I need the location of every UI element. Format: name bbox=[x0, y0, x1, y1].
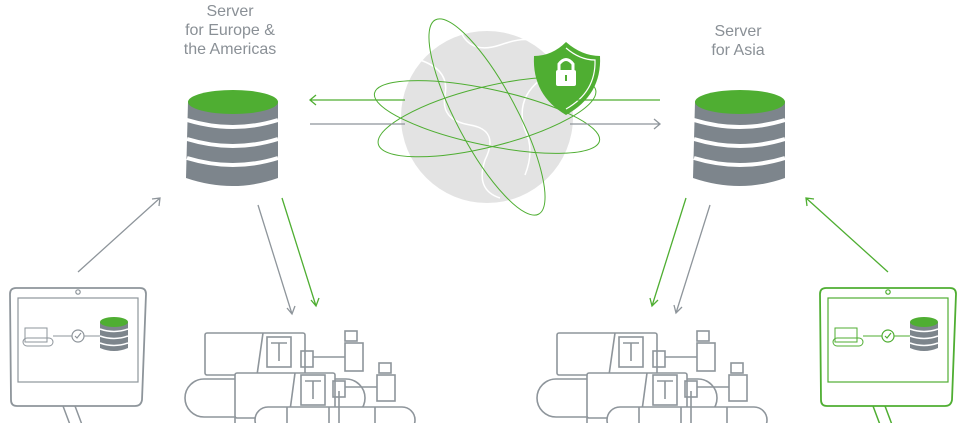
label-line: Server bbox=[714, 23, 762, 40]
label-line: for Europe & bbox=[185, 22, 275, 39]
label-line: the Americas bbox=[183, 41, 277, 58]
arrow-asia-to-machine-gray bbox=[673, 204, 711, 315]
arrow-monitor-to-asia bbox=[805, 197, 889, 273]
arrow-europe-to-machine-gray bbox=[257, 204, 296, 316]
monitor-icon-asia bbox=[819, 287, 957, 423]
label-line: Server bbox=[206, 3, 254, 20]
monitor-icon-europe bbox=[9, 287, 147, 423]
shield-lock-icon bbox=[533, 42, 601, 115]
server-europe-americas-database-icon bbox=[184, 88, 280, 188]
injection-molding-machine-icon-europe bbox=[184, 330, 416, 423]
arrow-globe-to-asia bbox=[570, 118, 662, 130]
arrow-monitor-to-europe bbox=[77, 197, 161, 273]
globe-icon bbox=[373, 18, 601, 216]
arrow-asia-to-machine-green bbox=[649, 197, 687, 308]
server-europe-americas-label: Server for Europe & the Americas bbox=[150, 2, 310, 59]
arrow-globe-to-europe bbox=[308, 94, 405, 106]
arrow-europe-to-machine-green bbox=[281, 197, 320, 308]
server-asia-database-icon bbox=[691, 88, 787, 188]
label-line: for Asia bbox=[711, 42, 765, 59]
injection-molding-machine-icon-asia bbox=[536, 330, 768, 423]
server-asia-label: Server for Asia bbox=[678, 22, 798, 60]
